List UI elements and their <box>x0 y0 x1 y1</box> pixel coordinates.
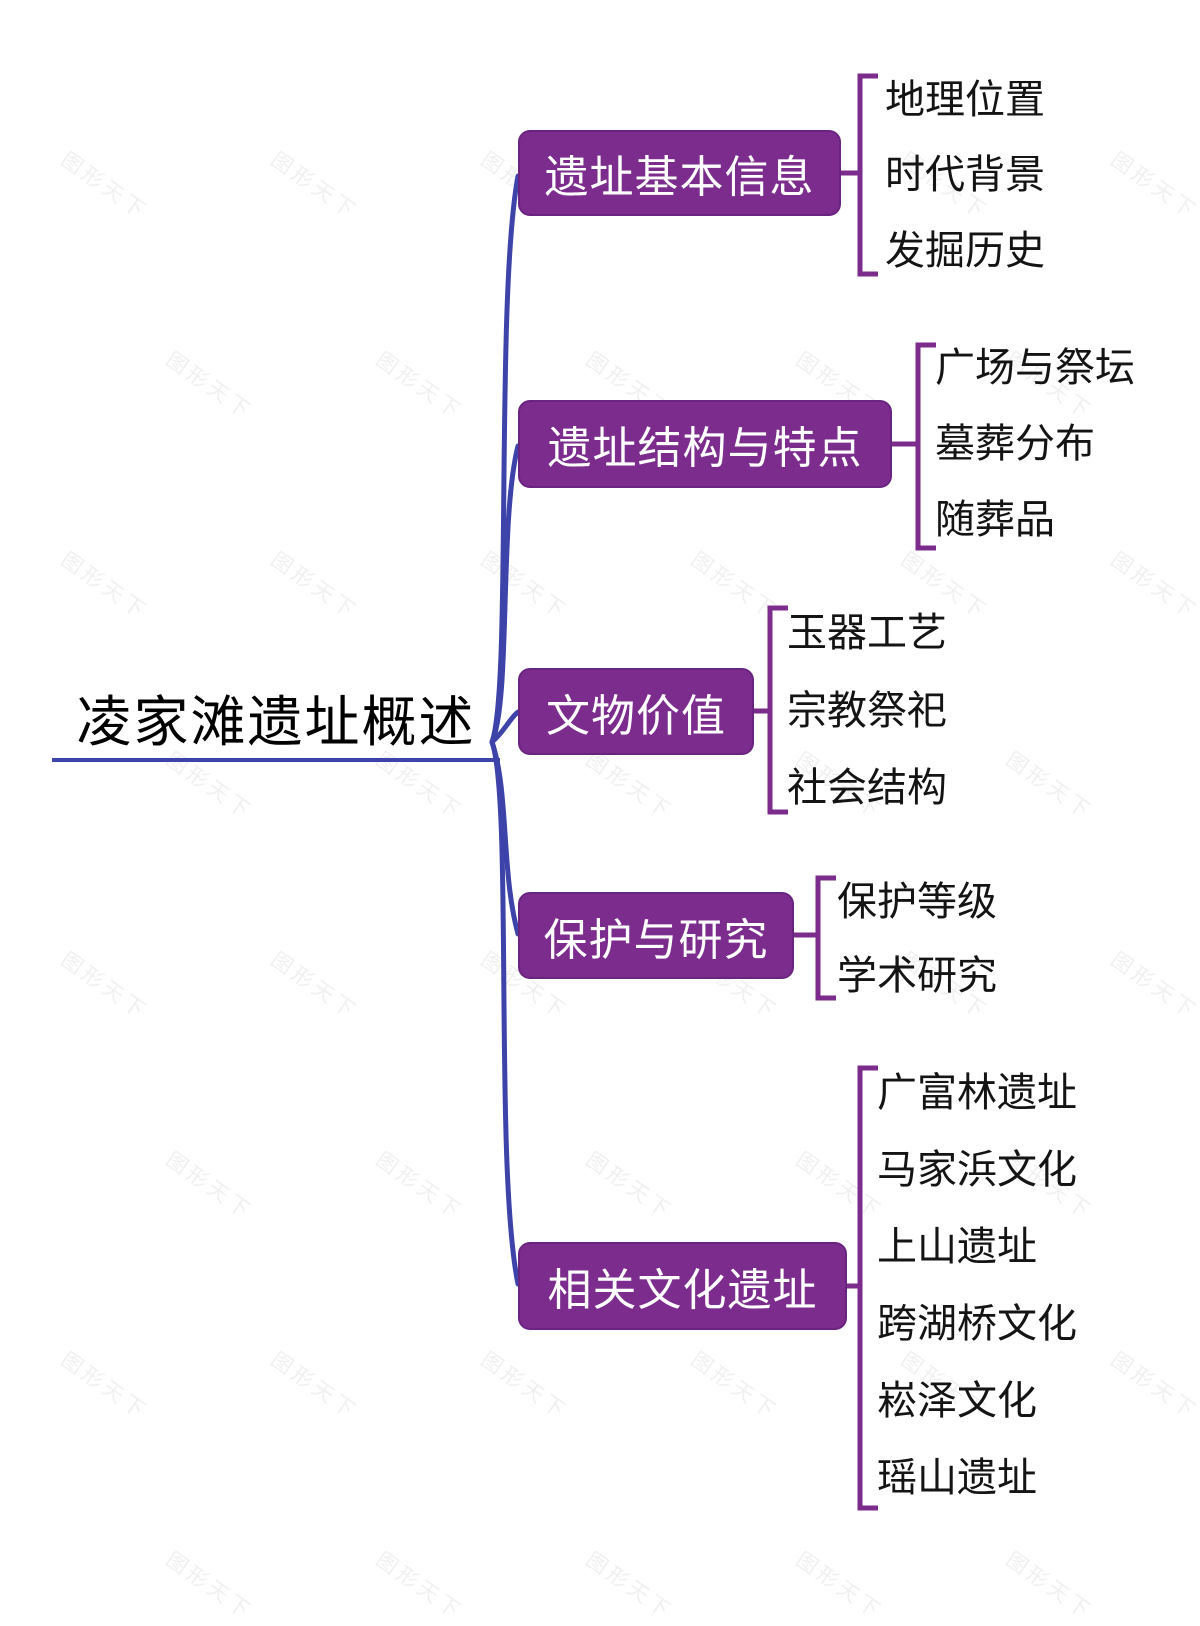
bracket-branch-3 <box>754 605 788 815</box>
branch-node-artifact-value[interactable]: 文物价值 <box>518 668 754 755</box>
leaf-node[interactable]: 学术研究 <box>837 954 997 998</box>
leaf-node[interactable]: 发掘历史 <box>885 229 1045 273</box>
connector-lines <box>489 73 936 1511</box>
leaf-node[interactable]: 墓葬分布 <box>935 422 1095 466</box>
leaf-node[interactable]: 广场与祭坛 <box>935 346 1135 390</box>
brace-curve-branch-3 <box>489 709 521 745</box>
bracket-branch-1 <box>841 73 878 277</box>
leaf-node[interactable]: 随葬品 <box>935 498 1055 542</box>
leaf-node[interactable]: 时代背景 <box>885 153 1045 197</box>
brace-curve-branch-5 <box>489 739 521 1287</box>
leaf-node[interactable]: 马家浜文化 <box>877 1148 1077 1192</box>
leaf-node[interactable]: 跨湖桥文化 <box>877 1302 1077 1346</box>
brace-curve-branch-2 <box>489 443 521 745</box>
leaf-node[interactable]: 玉器工艺 <box>787 611 947 655</box>
bracket-branch-2 <box>892 342 936 551</box>
branch-node-protection-research[interactable]: 保护与研究 <box>518 892 794 979</box>
leaf-node[interactable]: 瑶山遗址 <box>877 1456 1037 1500</box>
branch-node-basic-info[interactable]: 遗址基本信息 <box>518 130 841 216</box>
bracket-branch-4 <box>794 875 836 1001</box>
leaf-node[interactable]: 保护等级 <box>837 880 997 924</box>
root-node[interactable]: 凌家滩遗址概述 <box>52 690 500 762</box>
mindmap-canvas: 图形天下图形天下图形天下图形天下图形天下图形天下图形天下图形天下图形天下图形天下… <box>52 73 1200 1624</box>
bracket-branch-5 <box>847 1065 878 1511</box>
leaf-node[interactable]: 广富林遗址 <box>877 1071 1077 1115</box>
leaf-node[interactable]: 社会结构 <box>787 766 947 810</box>
leaf-node[interactable]: 崧泽文化 <box>877 1379 1037 1423</box>
leaf-node[interactable]: 宗教祭祀 <box>787 689 947 733</box>
leaf-node[interactable]: 上山遗址 <box>877 1225 1037 1269</box>
leaf-node[interactable]: 地理位置 <box>885 78 1045 122</box>
branch-node-related-sites[interactable]: 相关文化遗址 <box>518 1242 847 1330</box>
branch-node-structure-features[interactable]: 遗址结构与特点 <box>518 400 892 488</box>
